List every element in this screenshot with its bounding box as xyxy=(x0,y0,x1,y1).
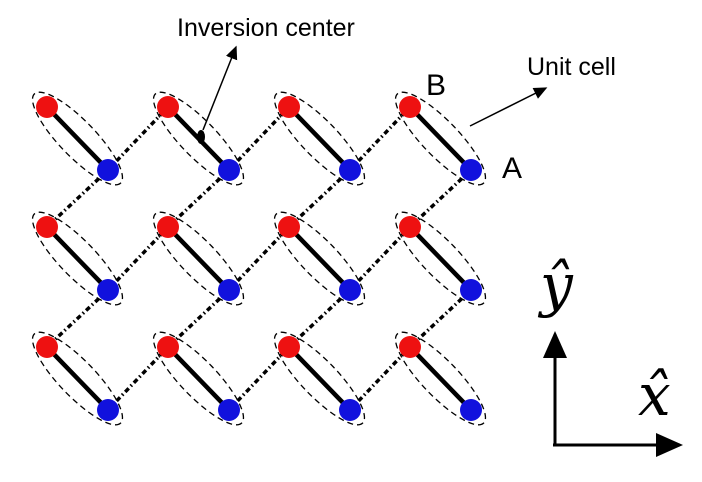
site-a-dot xyxy=(460,279,482,301)
intra-cell-bond xyxy=(408,105,473,172)
unit-cell-arrow xyxy=(469,87,548,127)
inter-cell-bond xyxy=(106,345,170,412)
unit-cell-ellipse xyxy=(152,211,245,306)
inter-cell-bond xyxy=(166,168,231,229)
inversion-center-marker xyxy=(197,130,205,144)
site-b-label: B xyxy=(426,69,446,102)
intra-cell-bond xyxy=(45,225,110,292)
site-a-dot xyxy=(339,279,361,301)
unit-cell-ellipse xyxy=(394,331,487,426)
inter-cell-bond xyxy=(106,225,170,292)
intra-cell-bond xyxy=(287,225,352,292)
unit-cell-label: Unit cell xyxy=(527,53,616,81)
inter-cell-bond xyxy=(348,345,412,412)
inter-cell-bond xyxy=(45,168,110,229)
inter-cell-bond xyxy=(45,288,110,349)
inter-cell-bond xyxy=(106,105,170,172)
intra-cell-bond xyxy=(45,105,110,172)
inter-cell-bond xyxy=(166,288,231,349)
site-b-dot xyxy=(157,96,179,118)
inter-cell-bond xyxy=(227,105,291,172)
inter-cell-bond xyxy=(408,168,473,229)
site-b-dot xyxy=(278,96,300,118)
site-b-dot xyxy=(278,336,300,358)
intra-cell-bond xyxy=(166,225,231,292)
site-b-dot xyxy=(36,216,58,238)
unit-cell-ellipse xyxy=(394,211,487,306)
inter-cell-bond xyxy=(408,288,473,349)
site-a-dot xyxy=(218,279,240,301)
site-b-dot xyxy=(157,216,179,238)
unit-cell-ellipse xyxy=(273,211,366,306)
unit-cells xyxy=(31,91,487,426)
site-b-dot xyxy=(157,336,179,358)
intra-cell-bonds xyxy=(45,105,473,412)
unit-cell-ellipse xyxy=(31,91,124,186)
site-b-dot xyxy=(399,96,421,118)
unit-cell-ellipse xyxy=(152,331,245,426)
unit-cell-ellipse xyxy=(31,331,124,426)
site-b-dot xyxy=(278,216,300,238)
site-a-dot xyxy=(460,399,482,421)
lattice-sites xyxy=(36,96,482,421)
site-a-dot xyxy=(460,159,482,181)
x-axis-label: x̂ xyxy=(638,361,671,429)
y-axis-label: ŷ xyxy=(537,251,574,319)
intra-cell-bond xyxy=(287,345,352,412)
intra-cell-bond xyxy=(287,105,352,172)
intra-cell-bond xyxy=(408,345,473,412)
unit-cell-ellipse xyxy=(273,331,366,426)
site-b-dot xyxy=(36,336,58,358)
site-a-dot xyxy=(97,279,119,301)
site-a-dot xyxy=(97,399,119,421)
site-a-dot xyxy=(339,399,361,421)
inter-cell-bonds xyxy=(45,105,473,412)
site-b-dot xyxy=(36,96,58,118)
site-a-dot xyxy=(339,159,361,181)
unit-cell-ellipse xyxy=(31,211,124,306)
inter-cell-bond xyxy=(227,345,291,412)
site-a-dot xyxy=(97,159,119,181)
inter-cell-bond xyxy=(348,225,412,292)
inter-cell-bond xyxy=(348,105,412,172)
site-a-dot xyxy=(218,159,240,181)
site-b-dot xyxy=(399,216,421,238)
unit-cell-ellipse xyxy=(152,91,245,186)
site-b-dot xyxy=(399,336,421,358)
inter-cell-bond xyxy=(287,288,352,349)
intra-cell-bond xyxy=(166,345,231,412)
site-a-dot xyxy=(218,399,240,421)
intra-cell-bond xyxy=(45,345,110,412)
inversion-center-arrow xyxy=(202,45,238,131)
intra-cell-bond xyxy=(408,225,473,292)
unit-cell-ellipse xyxy=(394,91,487,186)
site-a-label: A xyxy=(502,152,522,185)
inversion-center-label: Inversion center xyxy=(177,14,355,42)
unit-cell-ellipse xyxy=(273,91,366,186)
inter-cell-bond xyxy=(227,225,291,292)
inter-cell-bond xyxy=(287,168,352,229)
